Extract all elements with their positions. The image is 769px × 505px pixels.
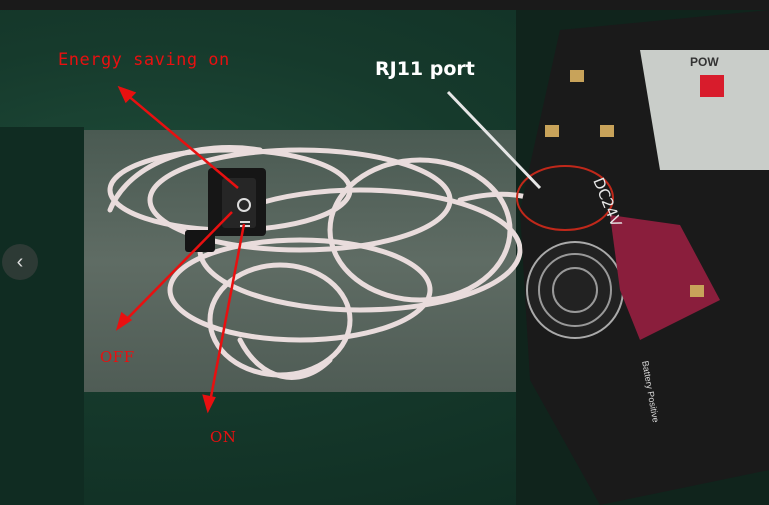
- top-bar: [0, 0, 769, 10]
- rj11-pointer-line: [446, 90, 542, 190]
- left-panel: [0, 127, 84, 505]
- power-supply-device: [516, 10, 769, 505]
- label-rj11-port: RJ11 port: [375, 58, 475, 80]
- label-off: OFF: [100, 348, 135, 366]
- rocker-switch: [185, 168, 266, 252]
- coiled-cable: [107, 145, 543, 380]
- annotation-arrows: [115, 85, 246, 414]
- chevron-left-icon: ‹: [16, 250, 24, 273]
- label-energy-saving: Energy saving on: [58, 50, 230, 70]
- label-on: ON: [210, 428, 237, 446]
- device-brand-text: POW: [690, 55, 719, 69]
- cable-switch-photo: [84, 130, 516, 392]
- previous-image-button[interactable]: ‹: [2, 244, 38, 280]
